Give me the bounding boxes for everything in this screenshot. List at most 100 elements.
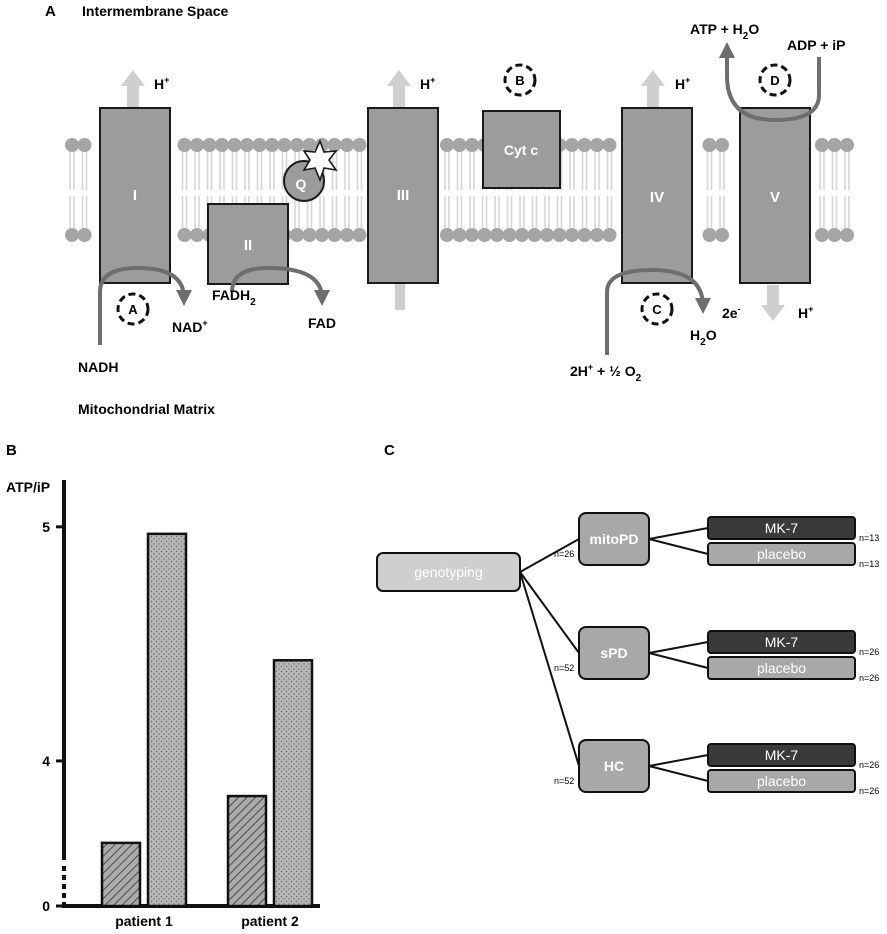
lipid-head — [502, 228, 517, 242]
cytochrome-c: Cyt c — [482, 110, 561, 189]
lipid-head — [715, 228, 729, 242]
proton-arrow-complex-v — [761, 285, 785, 321]
lipid-head — [540, 228, 554, 242]
cytochrome-c-label: Cyt c — [504, 142, 538, 158]
atp-label: ATP + H2O — [690, 21, 759, 42]
complex-i-label: I — [133, 187, 137, 204]
treatment-mk7-box — [707, 743, 856, 767]
lipid-head — [215, 138, 229, 152]
connector — [648, 641, 709, 654]
arm-n: n=26 — [859, 673, 879, 683]
adp-label: ADP + iP — [787, 37, 846, 53]
lipid-head — [465, 228, 479, 242]
complex-ii-label: II — [244, 237, 252, 254]
lipid-head — [702, 138, 717, 152]
bar-dotted-2 — [272, 659, 314, 908]
arm-label: MK-7 — [765, 634, 799, 650]
oxygen-label: 2H+ + ½ O2 — [570, 362, 642, 384]
complex-i: I — [99, 107, 171, 284]
lipid-head — [527, 228, 542, 242]
proton-label-iv: H+ — [675, 75, 690, 92]
y-tick-label: 5 — [42, 519, 50, 535]
proton-label-v: H+ — [798, 304, 813, 321]
marker-a: A — [116, 292, 150, 326]
connector — [648, 527, 709, 540]
treatment-placebo-box — [707, 656, 856, 680]
panel-a-electron-transport-chain: A Intermembrane Space Mitochondrial Matr… — [45, 3, 854, 417]
bar-dotted-1 — [146, 532, 188, 908]
connector — [648, 652, 709, 669]
lipid-head — [340, 228, 354, 242]
membrane-bilayer — [65, 138, 854, 242]
treatment-placebo-box — [707, 769, 856, 793]
connector — [519, 571, 580, 654]
lipid-head — [202, 138, 217, 152]
connector — [648, 765, 709, 782]
electrons-label: 2e- — [722, 304, 741, 321]
complex-v-label: V — [770, 189, 780, 206]
fadh2-label: FADH2 — [212, 287, 256, 308]
oxygen-path — [605, 267, 711, 355]
nadh-path — [98, 265, 192, 345]
lipid-head — [815, 138, 829, 152]
lipid-head — [290, 228, 304, 242]
water-label: H2O — [690, 327, 717, 348]
lipid-head — [565, 228, 579, 242]
study-flowchart: mitoPDn=26MK-7n=13placebon=13sPDn=52MK-7… — [376, 512, 879, 796]
connector — [519, 571, 580, 767]
lipid-head — [452, 228, 467, 242]
panel-c-study-design: C mitoPDn=26MK-7n=13placebon=13sPDn=52MK… — [376, 442, 879, 796]
proton-arrow-complex-iii — [387, 70, 411, 108]
proton-label-i: H+ — [154, 75, 169, 92]
lipid-head — [302, 228, 317, 242]
lipid-head — [190, 228, 204, 242]
marker-b: B — [503, 63, 537, 97]
marker-b-label: B — [515, 73, 524, 88]
star-icon — [302, 138, 338, 183]
arm-n: n=26 — [859, 760, 879, 770]
proton-arrows — [121, 70, 785, 321]
bar-hatched-2 — [226, 794, 268, 908]
lipid-head — [277, 138, 292, 152]
group-label: sPD — [600, 645, 627, 661]
lipid-head — [327, 138, 342, 152]
lipid-head — [177, 228, 192, 242]
mitochondrial-matrix-label: Mitochondrial Matrix — [78, 401, 215, 417]
lipid-head — [302, 138, 317, 152]
lipid-head — [352, 228, 367, 242]
lipid-head — [577, 138, 592, 152]
group-n: n=52 — [554, 663, 574, 673]
lipid-head — [290, 138, 304, 152]
lipid-head — [477, 228, 492, 242]
lipid-head — [265, 138, 279, 152]
ubiquinone-label: Q — [296, 176, 307, 192]
lipid-head — [327, 228, 342, 242]
atp-path — [719, 42, 821, 123]
group-box-spd — [578, 626, 650, 680]
arm-label: MK-7 — [765, 520, 799, 536]
lipid-head — [552, 228, 567, 242]
lipid-head — [565, 138, 579, 152]
proton-arrow-complex-iii-lower — [395, 278, 405, 310]
lipid-head — [602, 228, 617, 242]
group-label: HC — [604, 758, 624, 774]
complex-iv-label: IV — [650, 189, 664, 206]
lipid-head — [452, 138, 467, 152]
lipid-head — [515, 228, 529, 242]
panel-a-letter: A — [45, 3, 56, 20]
lipid-head — [827, 228, 842, 242]
electron-paths — [98, 42, 821, 355]
group-box-hc — [578, 739, 650, 793]
arm-n: n=13 — [859, 533, 879, 543]
genotyping-label: genotyping — [414, 564, 483, 580]
panel-b-letter: B — [6, 442, 17, 459]
arm-n: n=26 — [859, 647, 879, 657]
lipid-head — [840, 138, 854, 152]
complex-iv: IV — [621, 107, 693, 284]
group-box-mitopd — [578, 512, 650, 566]
y-tick-label: 0 — [42, 898, 50, 914]
marker-d: D — [758, 63, 792, 97]
